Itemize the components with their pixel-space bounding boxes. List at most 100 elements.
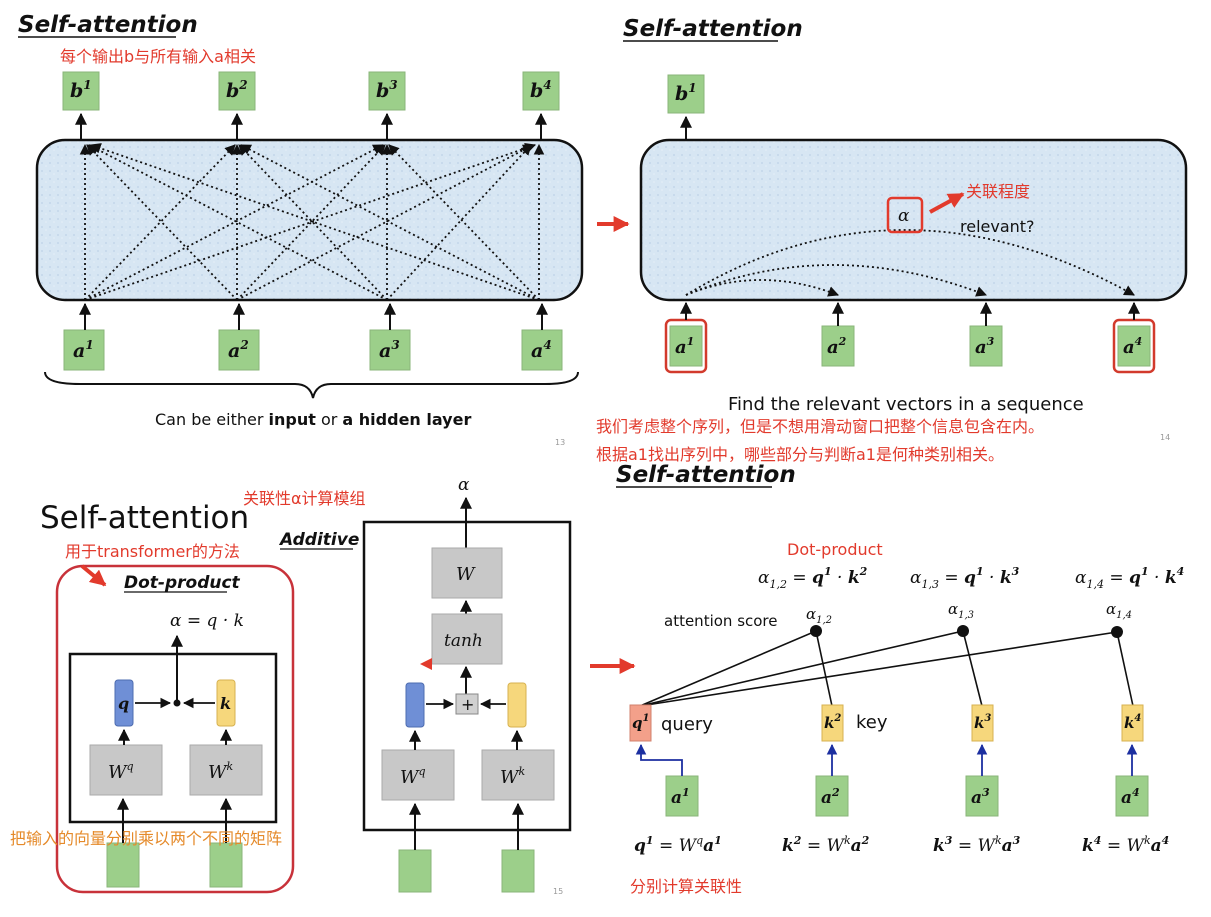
panel4-input-label: a4 — [1121, 786, 1140, 808]
panel1-output-label: b4 — [530, 78, 552, 102]
panel2-alpha-pointer — [929, 192, 965, 214]
panel3-additive-input-right — [501, 849, 535, 893]
panel3-transformer-note: 用于transformer的方法 — [65, 542, 240, 561]
panel1-connections — [79, 143, 545, 301]
panel3-additive-wq-label: Wq — [400, 765, 426, 788]
panel1-output-box — [368, 71, 406, 111]
panel3-q-vector — [114, 679, 134, 727]
panel2-alpha-note: 关联程度 — [966, 182, 1030, 201]
panel-2: Self-attention b1 α 关联程度 relevant? a1 a2… — [596, 16, 1188, 464]
panel2-input-label: a3 — [975, 335, 995, 358]
panel3-wq-box — [89, 744, 163, 796]
panel1-output-box — [218, 71, 256, 111]
panel2-output-box — [667, 74, 705, 114]
panel4-input-label: a2 — [821, 786, 840, 808]
panel1-note: 每个输出b与所有输入a相关 — [60, 47, 256, 66]
panel1-title: Self-attention — [18, 12, 198, 38]
panel2-input-label: a1 — [675, 335, 694, 358]
panel2-input-box — [969, 325, 1003, 367]
panel1-input-box — [63, 329, 105, 371]
panel4-projection-eq: k4 = Wka4 — [1082, 834, 1169, 856]
panel2-input-label: a4 — [1123, 335, 1142, 358]
panel3-tanh-label: tanh — [444, 631, 483, 651]
panel4-attention-score-label: attention score — [664, 612, 778, 630]
panel1-input-label: a4 — [531, 338, 552, 362]
panel3-plus-box — [455, 693, 479, 715]
panel2-relevance-arcs — [685, 229, 1135, 297]
panel1-page-number: 13 — [555, 438, 565, 447]
panel2-note-2: 根据a1找出序列中，哪些部分与判断a1是何种类别相关。 — [596, 445, 1004, 464]
panel2-output-label: b1 — [675, 81, 697, 105]
panel3-transformer-pointer — [80, 564, 107, 587]
panel3-tanh-box — [431, 613, 503, 665]
panel4-score-eq: α1,4 = q1 · k4 — [1075, 565, 1184, 591]
panel4-k-vector — [971, 704, 994, 742]
panel3-dot-operator — [173, 699, 181, 707]
panel4-input-label: a1 — [671, 786, 690, 808]
panel4-projection-eq: q1 = Wqa1 — [634, 834, 722, 856]
panel-3: Self-attention 关联性α计算模组 用于transformer的方法… — [10, 475, 572, 896]
panel3-dot-product-label: Dot-product — [124, 573, 241, 593]
panel4-q-label: q1 — [632, 713, 649, 732]
panel-4: Self-attention Dot-product α1,2 = q1 · k… — [616, 462, 1184, 896]
panel2-page-number: 14 — [1160, 433, 1170, 442]
panel1-input-arrows — [79, 302, 548, 330]
panel4-score-node-label: α1,3 — [948, 600, 974, 621]
panel-1: Self-attention 每个输出b与所有输入a相关 — [18, 12, 584, 447]
panel2-input-arrows — [680, 301, 1140, 326]
panel2-alpha: α — [898, 206, 910, 226]
panel4-projection-eq: k3 = Wka3 — [933, 834, 1021, 856]
panel2-input-label: a2 — [827, 335, 847, 358]
panel3-dot-input-right — [209, 842, 243, 888]
panel4-score-lines — [639, 630, 1134, 707]
panel4-input-label: a3 — [971, 786, 990, 808]
panel2-caption: Find the relevant vectors in a sequence — [728, 394, 1084, 415]
panel1-output-label: b1 — [70, 78, 92, 102]
panel4-projection-eq: k2 = Wka2 — [782, 834, 870, 856]
panel1-input-label: a1 — [73, 338, 94, 362]
panel3-bottom-note: 把输入的向量分别乘以两个不同的矩阵 — [10, 829, 282, 848]
panel3-additive-alpha: α — [458, 475, 470, 495]
panel4-bottom-note: 分别计算关联性 — [630, 877, 742, 896]
panel1-input-label: a3 — [379, 338, 400, 362]
panel4-k-label: k3 — [974, 713, 991, 732]
panel3-additive-w-box — [431, 547, 503, 599]
panel1-input-label: a2 — [228, 338, 249, 362]
panel3-dot-product-frame — [55, 564, 295, 894]
panel2-alpha-highlight — [886, 196, 924, 234]
panel4-key-label: key — [856, 712, 888, 733]
panel2-title: Self-attention — [623, 16, 803, 42]
panel3-q-label: q — [118, 694, 129, 713]
panel4-k-vector — [1121, 704, 1144, 742]
panel3-module-note: 关联性α计算模组 — [243, 489, 366, 508]
panel4-score-node-label: α1,2 — [806, 605, 832, 626]
panel3-additive-input-left — [398, 849, 432, 893]
panel4-query-label: query — [661, 714, 713, 735]
panel1-brace — [44, 371, 579, 399]
panel3-red-marker — [420, 658, 432, 670]
panel1-output-box — [62, 71, 100, 111]
panel1-output-label: b3 — [376, 78, 398, 102]
panel4-score-node-label: α1,4 — [1106, 600, 1132, 621]
panel3-additive-k-vector — [507, 682, 527, 728]
panel3-k-vector — [216, 679, 236, 727]
panel3-k-label: k — [220, 694, 231, 713]
panel1-inputs: a1 a2 a3 a4 — [63, 329, 563, 371]
panel1-output-box — [522, 71, 560, 111]
panel1-output-label: b2 — [226, 78, 248, 102]
panel3-title: Self-attention — [40, 500, 249, 536]
panel2-input-box — [669, 325, 703, 367]
panel3-plus-label: + — [461, 695, 474, 714]
panel1-output-arrows — [75, 112, 547, 140]
panel1-caption: Can be either input or a hidden layer — [155, 410, 471, 429]
panel3-dot-inner-box — [68, 652, 278, 824]
panel3-dot-input-left — [106, 842, 140, 888]
panel4-score-nodes: α1,2 α1,3 α1,4 — [806, 600, 1132, 638]
panel4-score-eq: α1,3 = q1 · k3 — [910, 565, 1020, 591]
panel4-input-box — [665, 775, 699, 817]
panel3-wk-label: Wk — [208, 760, 234, 783]
panel3-additive-wk-label: Wk — [500, 765, 526, 788]
panel2-relevant-label: relevant? — [960, 217, 1035, 236]
panel2-note-1: 我们考虑整个序列，但是不想用滑动窗口把整个信息包含在内。 — [596, 417, 1044, 436]
